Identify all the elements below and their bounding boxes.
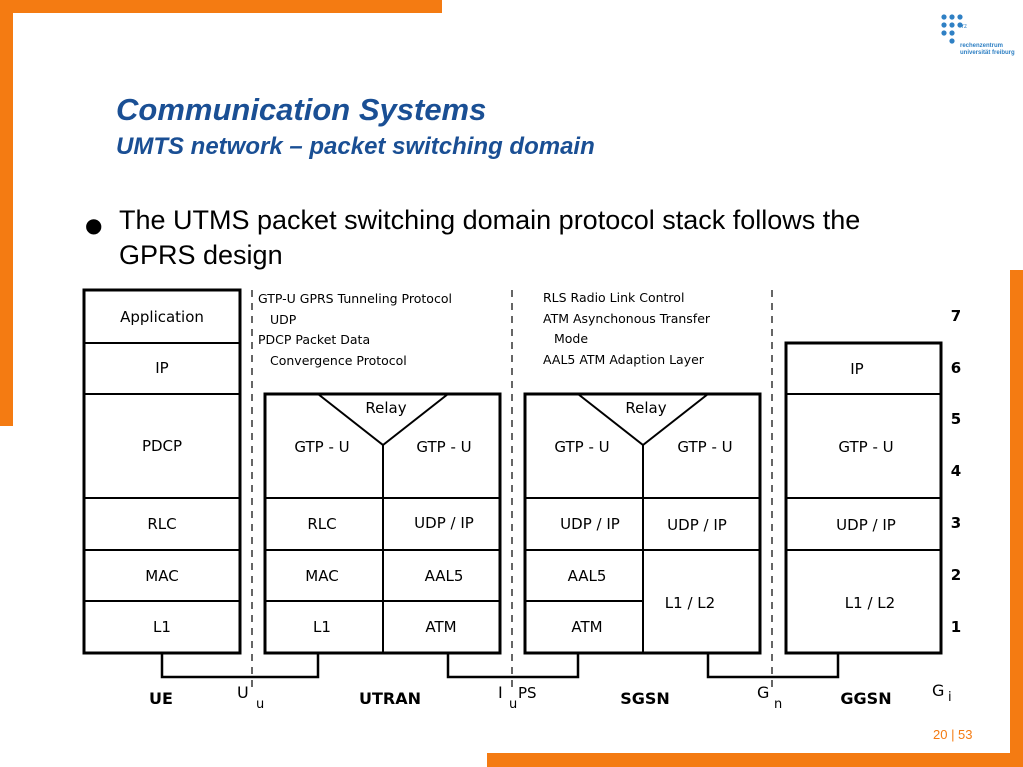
sgsn-relay: Relay [625,399,666,417]
if-iu-main: I [498,683,503,702]
sgsn-left-udpip: UDP / IP [560,515,620,533]
layer-3: 3 [951,514,961,532]
ggsn-udpip: UDP / IP [836,516,896,534]
ue-rlc: RLC [147,515,176,533]
if-iu-sub: u [509,697,517,712]
sgsn-right-gtpu: GTP - U [677,438,732,456]
sgsn-right-l1l2: L1 / L2 [665,594,715,612]
layer-6: 6 [951,359,961,377]
utran-right-atm: ATM [425,618,456,636]
utran-right-udpip: UDP / IP [414,514,474,532]
utran-relay: Relay [365,399,406,417]
page-number: 20 | 53 [933,727,973,742]
utran-left-rlc: RLC [307,515,336,533]
legend-udp: UDP [270,312,297,327]
legend-gtpu: GTP-U GPRS Tunneling Protocol [258,291,452,306]
sgsn-left-gtpu: GTP - U [554,438,609,456]
layer-7: 7 [951,307,961,325]
accent-bar-bottom [487,753,1023,767]
logo-line-1: rechenzentrum [960,43,1004,49]
utran-left-l1: L1 [313,618,331,636]
layer-5: 5 [951,410,961,428]
sgsn-right-udpip: UDP / IP [667,516,727,534]
university-logo: rz [941,14,967,44]
utran-left-gtpu: GTP - U [294,438,349,456]
ggsn-gtpu: GTP - U [838,438,893,456]
if-gn-sub: n [774,697,782,712]
legend-pdcp: PDCP Packet Data [258,332,370,347]
ue-pdcp: PDCP [142,437,182,455]
if-gi-sub: i [948,690,952,705]
accent-bar-right [1010,270,1023,767]
legend-mode: Mode [554,331,588,346]
logo-text: rechenzentrum universität freiburg [960,43,1015,57]
if-iu-ps: PS [518,684,537,702]
if-gn-main: G [757,683,769,702]
ue-application: Application [120,308,204,326]
ggsn-l1l2: L1 / L2 [845,594,895,612]
slide-subtitle: UMTS network – packet switching domain [116,133,595,160]
ue-mac: MAC [145,567,178,585]
logo-rz: rz [962,24,967,30]
if-gi-main: G [932,681,944,700]
legend-convergence: Convergence Protocol [270,353,407,368]
sgsn-left-atm: ATM [571,618,602,636]
sgsn-left-aal5: AAL5 [568,567,607,585]
accent-bar-left [0,0,13,426]
node-ue: UE [149,689,173,708]
layer-2: 2 [951,566,961,584]
node-utran: UTRAN [359,689,421,708]
node-sgsn: SGSN [620,689,670,708]
utran-left-mac: MAC [305,567,338,585]
utran-right-gtpu: GTP - U [416,438,471,456]
slide-title: Communication Systems [116,92,487,127]
layer-4: 4 [951,462,961,480]
accent-bar-top [0,0,442,13]
ue-ip: IP [155,359,168,377]
legend-atm: ATM Asynchonous Transfer [543,311,711,326]
ggsn-ip: IP [850,360,863,378]
bullet-dot-icon: ● [85,213,103,237]
logo-line-2: universität freiburg [960,50,1015,56]
layer-1: 1 [951,618,961,636]
legend-rlc: RLS Radio Link Control [543,290,684,305]
bullet-text: The UTMS packet switching domain protoco… [119,205,861,270]
if-uu-main: U [237,683,249,702]
ue-l1: L1 [153,618,171,636]
node-ggsn: GGSN [840,689,891,708]
if-uu-sub: u [256,697,264,712]
legend-aal5: AAL5 ATM Adaption Layer [543,352,705,367]
utran-right-aal5: AAL5 [425,567,464,585]
